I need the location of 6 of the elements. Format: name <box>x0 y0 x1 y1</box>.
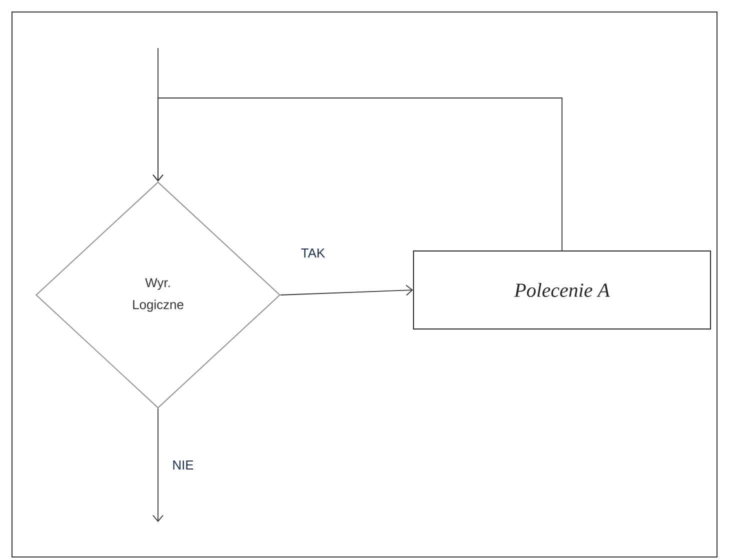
edge-label: TAK <box>300 248 326 258</box>
process-box: Polecenie A <box>413 250 711 330</box>
arrow <box>280 284 413 296</box>
arrow <box>152 98 562 251</box>
edge-label: NIE <box>171 460 195 470</box>
arrow <box>152 408 164 522</box>
